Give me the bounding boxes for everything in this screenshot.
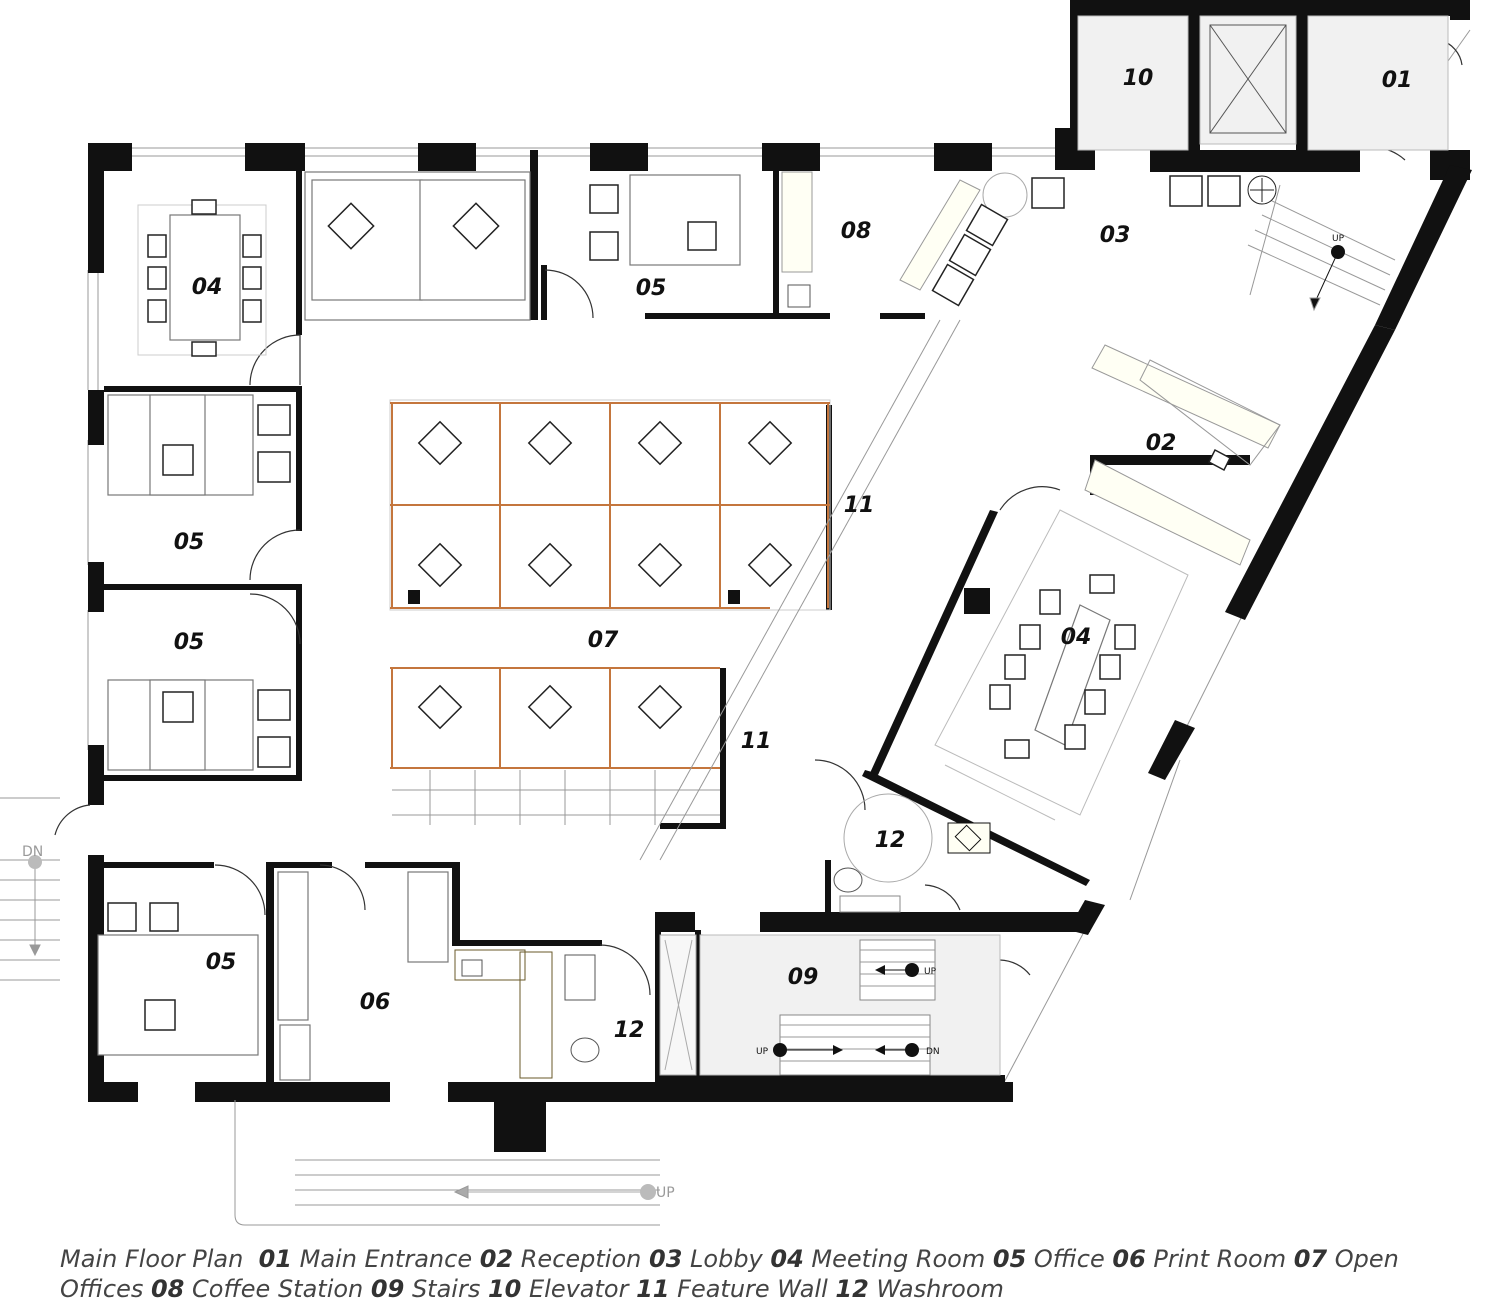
room-label-04-right: 04: [1061, 625, 1092, 650]
elevator-shaft: [1077, 15, 1449, 151]
room-label-04-left: 04: [192, 275, 223, 300]
meeting-table-b: [934, 459, 1251, 821]
meeting-table-a: [137, 199, 267, 357]
lobby-stairs: [1247, 184, 1396, 312]
cubicle-chairs: [408, 420, 793, 730]
caption-item-number: 10: [487, 1275, 522, 1303]
caption-item: 07 Open Offices: [60, 1245, 1399, 1303]
caption-item-number: 04: [770, 1245, 804, 1273]
caption-item: 03 Lobby: [649, 1245, 770, 1273]
caption-item-number: 06: [1112, 1245, 1146, 1273]
exterior-stair-left: [0, 797, 60, 981]
caption-item-name: Elevator: [521, 1275, 637, 1303]
room-label-02: 02: [1146, 431, 1177, 456]
stairs-09: [659, 934, 1001, 1076]
room-label-08: 08: [841, 219, 872, 244]
room-label-11-top: 11: [844, 493, 875, 518]
reception-desk: [1091, 344, 1281, 472]
floor-plan: UP: [0, 0, 1472, 1226]
exterior-stair-up-label: UP: [656, 1185, 675, 1201]
room-label-10: 10: [1123, 66, 1154, 91]
caption-item: 08 Coffee Station: [151, 1275, 371, 1303]
caption-item: 01 Main Entrance: [259, 1245, 480, 1273]
lobby-chairs: [781, 171, 1277, 308]
left-office-furniture: [97, 394, 291, 1056]
plan-caption: Main Floor Plan 01 Main Entrance 02 Rece…: [60, 1244, 1480, 1304]
stairs-09-up-label-b: UP: [756, 1047, 769, 1057]
room-label-05-top: 05: [636, 276, 667, 301]
stairs-09-up-label-a: UP: [924, 967, 937, 977]
caption-item-number: 12: [835, 1275, 869, 1303]
room-label-05-left-a: 05: [174, 530, 205, 555]
caption-item-number: 02: [479, 1245, 514, 1273]
room-labels: 10 01 03 08 05 04 02 11 05 04 05 07 11 1…: [174, 66, 1413, 1043]
room-label-07: 07: [588, 628, 619, 653]
room-label-01: 01: [1382, 68, 1413, 93]
caption-item: 11 Feature Wall: [636, 1275, 835, 1303]
stairs-09-dn-label: DN: [926, 1047, 940, 1057]
caption-item-name: Lobby: [682, 1245, 771, 1273]
caption-item-number: 09: [370, 1275, 405, 1303]
print-room: [277, 871, 483, 1081]
caption-item-number: 08: [150, 1275, 185, 1303]
caption-item: 12 Washroom: [835, 1275, 1004, 1303]
caption-item-name: Office: [1026, 1245, 1113, 1273]
caption-item: 04 Meeting Room: [770, 1245, 992, 1273]
caption-title: Main Floor Plan: [60, 1245, 244, 1273]
feature-wall-steps: [392, 319, 961, 861]
caption-item-name: Stairs: [404, 1275, 488, 1303]
room-label-09: 09: [788, 965, 819, 990]
caption-item: 02 Reception: [480, 1245, 649, 1273]
exterior-stair-dn-label: DN: [22, 844, 43, 860]
caption-item-number: 07: [1293, 1245, 1328, 1273]
room-label-06: 06: [360, 990, 391, 1015]
caption-legend: 01 Main Entrance 02 Reception 03 Lobby 0…: [60, 1245, 1399, 1303]
room-label-05-bottom: 05: [206, 950, 237, 975]
caption-item-number: 11: [636, 1275, 670, 1303]
caption-item-number: 01: [258, 1245, 292, 1273]
caption-item: 05 Office: [993, 1245, 1113, 1273]
room-label-12-right: 12: [875, 828, 906, 853]
caption-item: 06 Print Room: [1112, 1245, 1293, 1273]
caption-item: 10 Elevator: [488, 1275, 636, 1303]
caption-item-name: Coffee Station: [184, 1275, 371, 1303]
caption-item-name: Meeting Room: [803, 1245, 993, 1273]
room-label-03: 03: [1100, 223, 1131, 248]
caption-item: 09 Stairs: [371, 1275, 488, 1303]
caption-item-name: Washroom: [868, 1275, 1004, 1303]
exterior-stair-bottom: [234, 1100, 660, 1226]
caption-item-name: Main Entrance: [292, 1245, 480, 1273]
room-label-05-left-b: 05: [174, 630, 205, 655]
caption-item-name: Print Room: [1145, 1245, 1294, 1273]
room-label-12-left: 12: [614, 1018, 645, 1043]
caption-item-name: Open Offices: [60, 1245, 1399, 1303]
caption-item-name: Reception: [513, 1245, 649, 1273]
caption-item-number: 03: [649, 1245, 683, 1273]
cubicles: [389, 399, 831, 769]
lobby-stair-up-label: UP: [1332, 234, 1345, 244]
caption-item-name: Feature Wall: [669, 1275, 836, 1303]
caption-item-number: 05: [992, 1245, 1027, 1273]
room-label-11-bottom: 11: [741, 729, 772, 754]
exterior-walls: [88, 0, 1472, 1152]
washroom-fixtures: [454, 793, 991, 1079]
office-top-furniture: [304, 171, 741, 321]
